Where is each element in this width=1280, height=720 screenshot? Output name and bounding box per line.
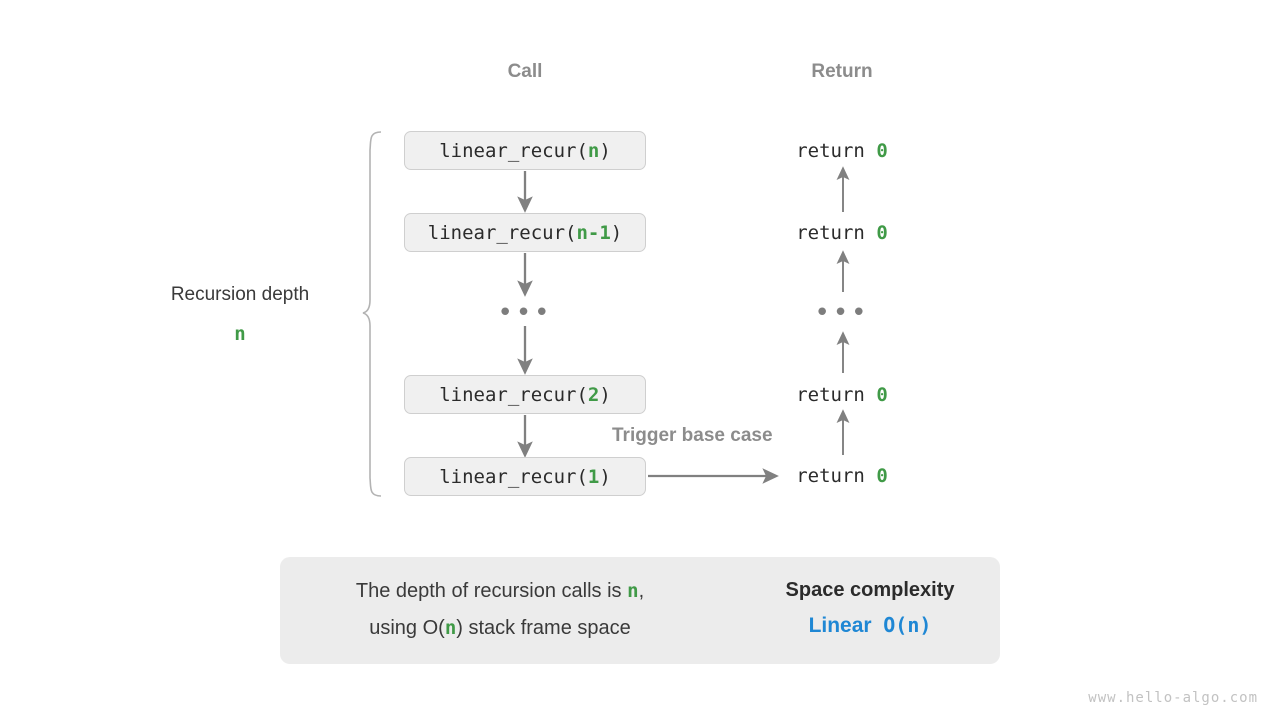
complexity-notation: O(n) xyxy=(883,613,932,637)
call-frame-suffix: ) xyxy=(599,383,611,406)
summary-line-1-text-b: , xyxy=(638,580,645,602)
space-complexity-value: Linear O(n) xyxy=(760,607,980,644)
call-frame-argument: 2 xyxy=(587,383,600,406)
column-header-return: Return xyxy=(811,61,873,82)
return-value: 0 xyxy=(876,222,888,244)
call-frame-suffix: ) xyxy=(599,465,611,488)
trigger-base-case-label: Trigger base case xyxy=(612,425,773,446)
call-frame-argument: 1 xyxy=(587,465,600,488)
return-keyword: return xyxy=(796,222,865,244)
summary-description: The depth of recursion calls is n, using… xyxy=(300,573,700,647)
watermark: www.hello-algo.com xyxy=(1088,690,1258,706)
space-complexity-title: Space complexity xyxy=(785,579,955,601)
return-value: 0 xyxy=(876,140,888,162)
call-frame-box: linear_recur(1) xyxy=(404,457,646,496)
summary-line-1: The depth of recursion calls is n, xyxy=(300,573,700,610)
summary-panel: The depth of recursion calls is n, using… xyxy=(280,557,1000,664)
return-keyword: return xyxy=(796,384,865,406)
summary-line-1-text-a: The depth of recursion calls is xyxy=(355,580,628,602)
summary-verdict: Space complexity Linear O(n) xyxy=(760,573,980,644)
return-statement: return 0 xyxy=(742,465,942,487)
return-value: 0 xyxy=(876,384,888,406)
summary-line-2: using O(n) stack frame space xyxy=(300,610,700,647)
call-frame-argument: n xyxy=(587,139,600,162)
return-ellipsis: ••• xyxy=(814,298,870,328)
return-keyword: return xyxy=(796,465,865,487)
return-keyword: return xyxy=(796,140,865,162)
summary-line-2-variable: n xyxy=(444,617,457,639)
call-frame-prefix: linear_recur( xyxy=(439,139,588,162)
call-frame-argument: n-1 xyxy=(576,221,611,244)
call-frame-suffix: ) xyxy=(610,221,623,244)
call-frame-box: linear_recur(n-1) xyxy=(404,213,646,252)
column-header-call: Call xyxy=(507,61,543,82)
call-frame-box: linear_recur(2) xyxy=(404,375,646,414)
return-statement: return 0 xyxy=(742,384,942,406)
recursion-depth-variable: n xyxy=(234,323,246,345)
summary-line-2-text-b: ) stack frame space xyxy=(456,617,631,639)
recursion-depth-brace xyxy=(362,131,382,497)
call-frame-prefix: linear_recur( xyxy=(439,465,588,488)
call-frame-prefix: linear_recur( xyxy=(439,383,588,406)
call-ellipsis: ••• xyxy=(497,298,553,328)
summary-line-1-variable: n xyxy=(627,580,639,602)
return-value: 0 xyxy=(876,465,888,487)
return-statement: return 0 xyxy=(742,222,942,244)
complexity-word: Linear xyxy=(808,614,872,637)
summary-line-2-text-a: using O( xyxy=(369,617,445,639)
recursion-depth-label: Recursion depth xyxy=(170,284,310,305)
return-statement: return 0 xyxy=(742,140,942,162)
call-frame-box: linear_recur(n) xyxy=(404,131,646,170)
call-frame-prefix: linear_recur( xyxy=(427,221,577,244)
call-frame-suffix: ) xyxy=(599,139,611,162)
